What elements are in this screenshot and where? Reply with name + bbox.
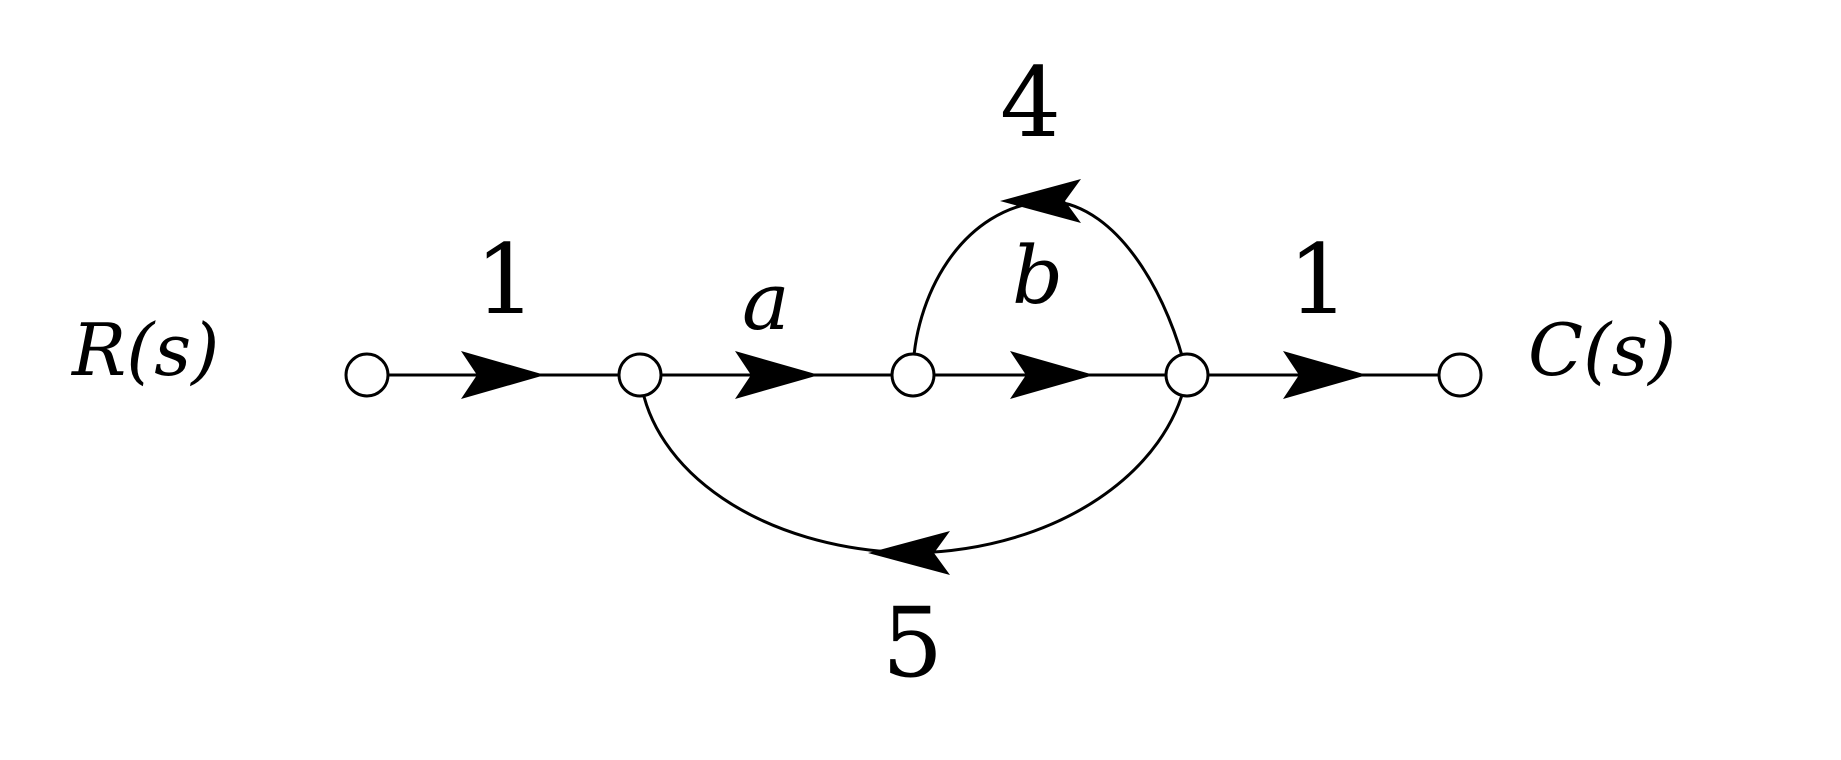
node-2 <box>890 352 936 398</box>
arrowhead-b <box>1010 351 1094 399</box>
feedback-5-arc <box>638 374 1189 555</box>
output-label: C(s) <box>1528 308 1677 392</box>
gain-output-label: 1 <box>1288 224 1350 336</box>
gain-a-label: a <box>742 255 790 348</box>
gain-feedback-4-label: 4 <box>1000 47 1062 159</box>
node-input <box>344 352 390 398</box>
node-3 <box>1164 352 1210 398</box>
arrowhead-feedback-4 <box>1000 179 1081 223</box>
arrowhead-input <box>461 351 545 399</box>
gain-input-label: 1 <box>475 224 537 336</box>
arrowhead-a <box>735 351 819 399</box>
gain-feedback-5-label: 5 <box>882 587 944 699</box>
arrowhead-output <box>1283 351 1367 399</box>
node-output <box>1437 352 1483 398</box>
node-1 <box>617 352 663 398</box>
gain-b-label: b <box>1012 229 1064 322</box>
arrowhead-feedback-5 <box>868 531 950 575</box>
input-label: R(s) <box>72 308 220 392</box>
